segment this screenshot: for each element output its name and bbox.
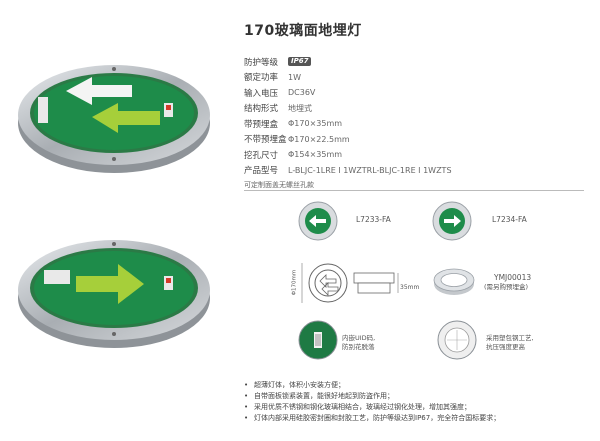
spec-label: 防护等级 bbox=[244, 57, 279, 68]
feature-item: •超薄灯体，体积小安装方便； bbox=[244, 381, 345, 389]
bullet-icon: • bbox=[244, 392, 249, 400]
feature-list: •超薄灯体，体积小安装方便； •自带面板锁紧装置，能很好地起到防盗作用； •采用… bbox=[244, 380, 500, 424]
face-left-arrow-icon bbox=[298, 201, 338, 241]
spec-row: 产品型号 L-BLJC-1LRE Ⅰ 1WZTR L-BLJC-1RE Ⅰ 1W… bbox=[244, 163, 452, 179]
spec-row: 不带预埋盒 Φ170×22.5mm bbox=[244, 132, 452, 148]
spec-value: 1W bbox=[288, 72, 301, 82]
exit-label-icon bbox=[44, 270, 70, 284]
white-arrow-icon bbox=[66, 77, 132, 105]
feature-item: •灯体内部采用硅胶密封圈和封胶工艺，防护等级达到IP67，完全符合国标要求； bbox=[244, 414, 501, 422]
divider bbox=[244, 190, 584, 191]
spec-value: Φ170×35mm bbox=[288, 119, 343, 129]
spec-row: 结构形式 地埋式 bbox=[244, 101, 452, 117]
spec-row: 带预埋盒 Φ170×35mm bbox=[244, 116, 452, 132]
height-dimension-label: Φ170mm bbox=[291, 269, 298, 296]
spec-row: 防护等级 IP67 bbox=[244, 54, 452, 70]
spec-label: 产品型号 bbox=[244, 166, 279, 177]
uid-back-panel-icon bbox=[298, 320, 338, 360]
embedded-box-icon bbox=[433, 268, 475, 295]
side-label-panel-icon bbox=[38, 97, 48, 123]
bullet-icon: • bbox=[244, 414, 249, 422]
bullet-icon: • bbox=[244, 381, 249, 389]
right-arrow-icon bbox=[76, 264, 144, 304]
spec-value-model-2: L-BLJC-1RE Ⅰ 1WZTS bbox=[372, 165, 452, 175]
spec-table: 防护等级 IP67 额定功率 1W 输入电压 DC36V 结构形式 地埋式 带预… bbox=[244, 54, 452, 178]
spec-value: Φ154×35mm bbox=[288, 150, 343, 160]
glass-panel-icon bbox=[437, 320, 477, 360]
spec-value: DC36V bbox=[288, 88, 316, 98]
spec-label: 带预埋盒 bbox=[244, 119, 279, 130]
feature-item: •自带面板锁紧装置，能很好地起到防盗作用； bbox=[244, 392, 394, 400]
spec-label: 结构形式 bbox=[244, 104, 279, 115]
spec-value-model-1: L-BLJC-1LRE Ⅰ 1WZTR bbox=[288, 165, 373, 175]
product-photo-double-arrow bbox=[18, 65, 210, 173]
spec-row: 挖孔尺寸 Φ154×35mm bbox=[244, 147, 452, 163]
option-code: L7233-FA bbox=[356, 215, 391, 224]
ip-rating-badge: IP67 bbox=[288, 57, 312, 67]
product-photo-single-arrow bbox=[18, 240, 210, 348]
product-title: 170玻璃面地埋灯 bbox=[244, 23, 362, 39]
dimension-drawing-icon bbox=[301, 263, 399, 303]
option-code: L7234-FA bbox=[492, 215, 527, 224]
bullet-icon: • bbox=[244, 403, 249, 411]
spec-label: 额定功率 bbox=[244, 73, 279, 84]
depth-dimension-label: 35mm bbox=[400, 284, 420, 291]
spec-row: 额定功率 1W bbox=[244, 70, 452, 86]
custom-note: 可定制面盖无螺丝孔款 bbox=[244, 181, 314, 189]
spec-row: 输入电压 DC36V bbox=[244, 85, 452, 101]
face-right-arrow-icon bbox=[432, 201, 472, 241]
glass-note: 采用塑包钢工艺, 抗压强度更高 bbox=[486, 334, 534, 351]
uid-note: 内嵌UID码, 防别花脱落 bbox=[342, 334, 376, 351]
lime-arrow-icon bbox=[92, 103, 160, 133]
option-code: YMJ00013 bbox=[494, 273, 532, 282]
feature-item: •采用优质不锈钢和钢化玻璃相结合，玻璃经过钢化处理，增加其强度； bbox=[244, 403, 471, 411]
spec-value: 地埋式 bbox=[288, 103, 312, 113]
spec-label: 挖孔尺寸 bbox=[244, 150, 279, 161]
option-subnote: (需另购预埋盒) bbox=[484, 283, 529, 291]
spec-value: Φ170×22.5mm bbox=[288, 134, 350, 144]
spec-label: 输入电压 bbox=[244, 88, 279, 99]
spec-label: 不带预埋盒 bbox=[244, 135, 287, 146]
